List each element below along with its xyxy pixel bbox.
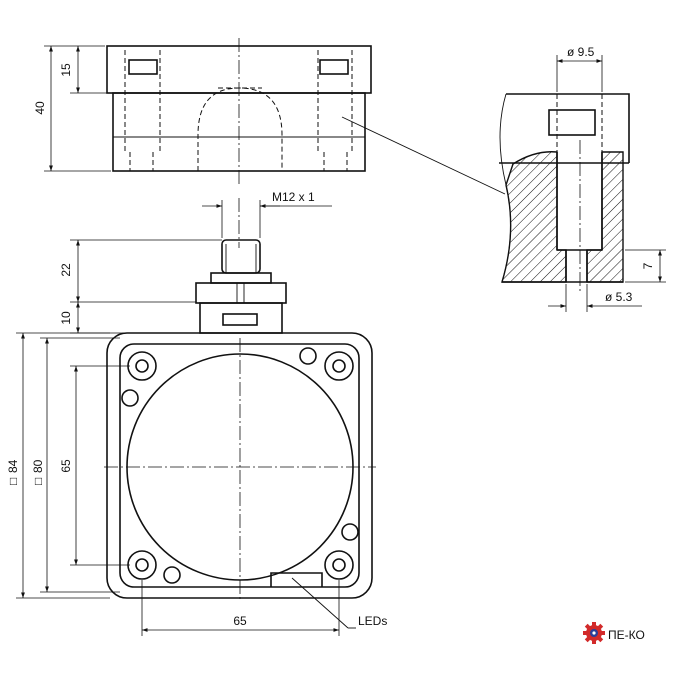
dim-40-label: 40 — [33, 101, 47, 115]
dim-detail-hole: ø 5.3 — [548, 284, 642, 312]
connector — [195, 198, 287, 334]
dim-housing-inner: □ 80 — [31, 337, 120, 593]
dim-65-horizontal-label: 65 — [233, 614, 247, 628]
logo-text: ПЕ-КО — [608, 628, 645, 642]
dim-thread-label: M12 x 1 — [272, 190, 315, 204]
dim-22-label: 22 — [59, 263, 73, 277]
company-logo: ПЕ-КО — [583, 622, 645, 644]
leds-label: LEDs — [358, 614, 387, 628]
dim-65-vertical-label: 65 — [59, 459, 73, 473]
dim-hole-spacing-horizontal: 65 — [141, 580, 340, 636]
dim-detail-bore: ø 9.5 — [556, 45, 603, 92]
dim-collar-height: 10 — [59, 302, 198, 334]
dim-housing-outer: □ 84 — [6, 332, 110, 599]
dim-84-label: 84 — [6, 459, 20, 473]
dim-bore-label: ø 9.5 — [567, 45, 595, 59]
gear-icon — [583, 622, 605, 644]
top-side-view — [106, 38, 372, 186]
dim-80-label: 80 — [31, 459, 45, 473]
dim-top-total: 40 — [33, 45, 111, 172]
dim-connector-length: 22 — [59, 239, 222, 303]
dim-top-flange: 15 — [59, 45, 111, 94]
front-view — [104, 332, 376, 602]
detail-view — [499, 93, 630, 292]
dim-hole-label: ø 5.3 — [605, 290, 633, 304]
leds-callout: LEDs — [291, 577, 387, 629]
dim-84-square: □ — [6, 478, 20, 485]
dim-detail-depth: 7 — [625, 249, 666, 283]
dim-80-square: □ — [31, 478, 45, 485]
dim-depth-label: 7 — [641, 262, 655, 269]
dim-15-label: 15 — [59, 63, 73, 77]
dim-hole-spacing-vertical: 65 — [59, 365, 130, 566]
dim-10-label: 10 — [59, 311, 73, 325]
dim-thread: M12 x 1 — [202, 190, 332, 238]
detail-leader-line — [341, 116, 506, 195]
